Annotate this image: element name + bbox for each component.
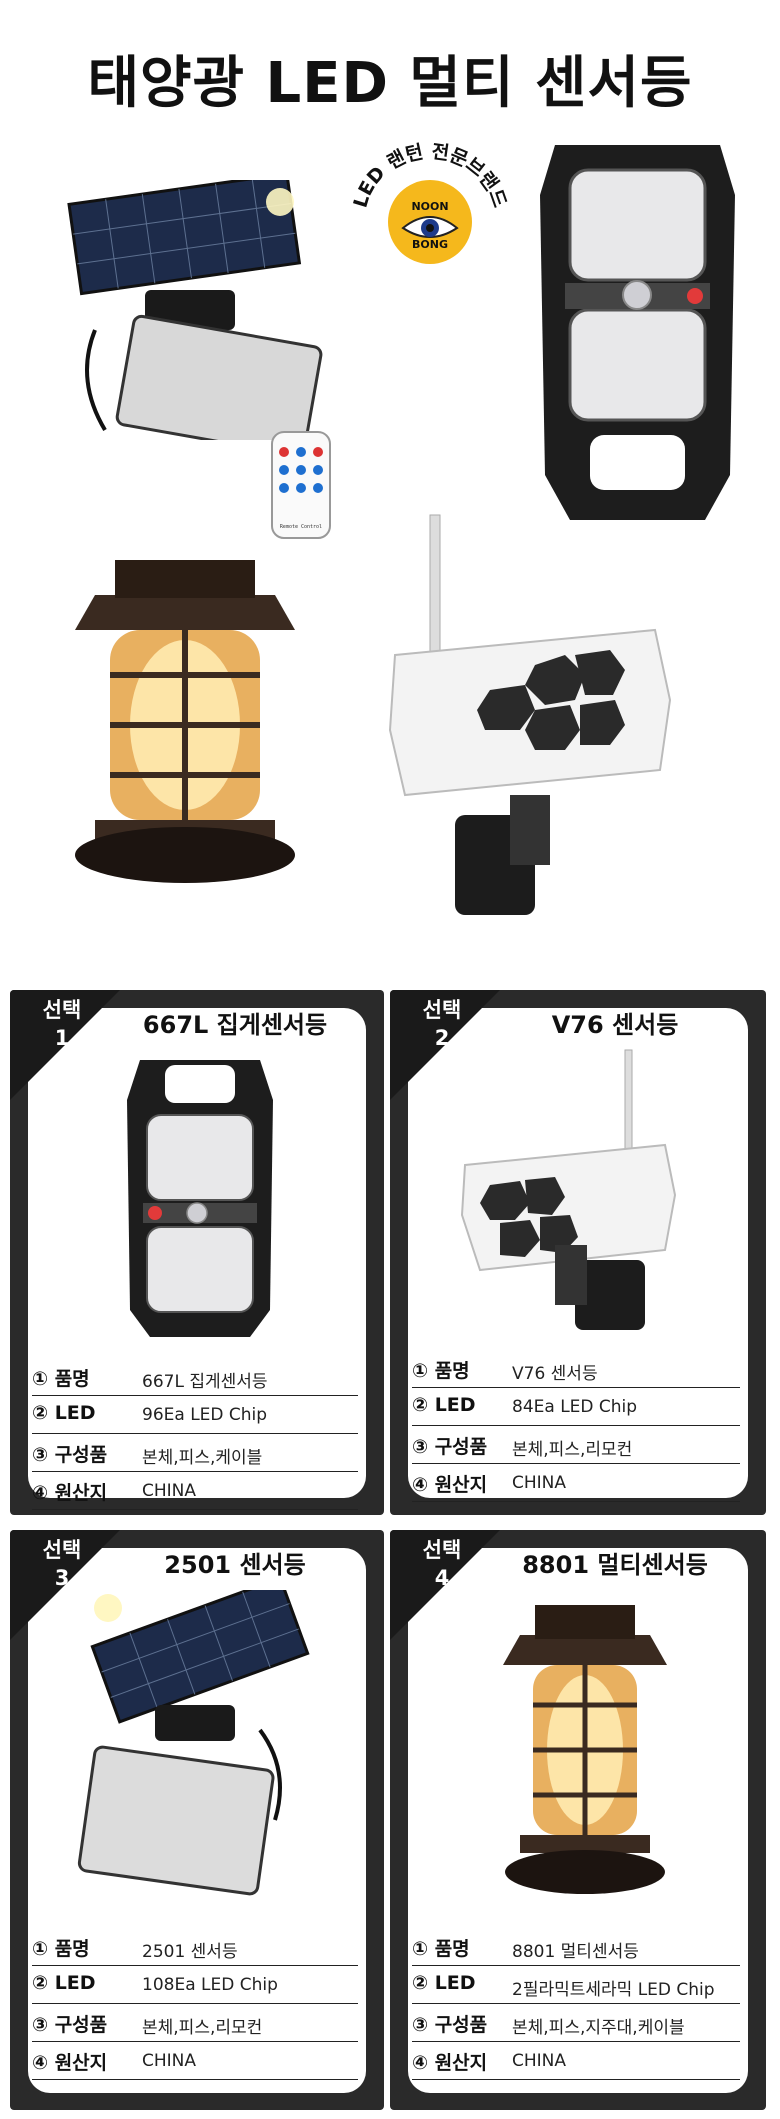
remote-control-illustration: Remote Control (270, 430, 332, 540)
brand-logo-noon: NOON (411, 200, 448, 213)
clip-sensor-lamp-illustration (535, 135, 740, 525)
solar-floodlight-illustration (55, 172, 335, 457)
lantern-image (495, 1600, 675, 1900)
brand-badge: LED 랜턴 전문브랜드 NOON BONG (345, 140, 515, 264)
option-title-3: 2501 센서등 (164, 1551, 306, 1579)
option-tag-2: 선택 2 (422, 998, 462, 1050)
remote-label: Remote Control (280, 524, 322, 530)
option-title-1: 667L 집게센서등 (142, 1011, 328, 1039)
cctv-sensor-lamp-image (460, 1045, 690, 1335)
option-tag-4: 선택 4 (422, 1538, 462, 1590)
option-title-2: V76 센서등 (551, 1011, 679, 1039)
cctv-sensor-lamp-illustration (385, 505, 675, 925)
clip-sensor-lamp-image (125, 1055, 275, 1340)
option-tag-1: 선택 1 (42, 998, 82, 1050)
brand-logo-bong: BONG (412, 238, 448, 251)
page-title: 태양광 LED 멀티 센서등 (87, 51, 693, 116)
lantern-illustration (55, 555, 315, 885)
option-title-4: 8801 멀티센서등 (522, 1551, 708, 1579)
eye-icon (401, 216, 459, 238)
solar-floodlight-image (60, 1576, 340, 1905)
option-tag-3: 선택 3 (42, 1538, 82, 1590)
